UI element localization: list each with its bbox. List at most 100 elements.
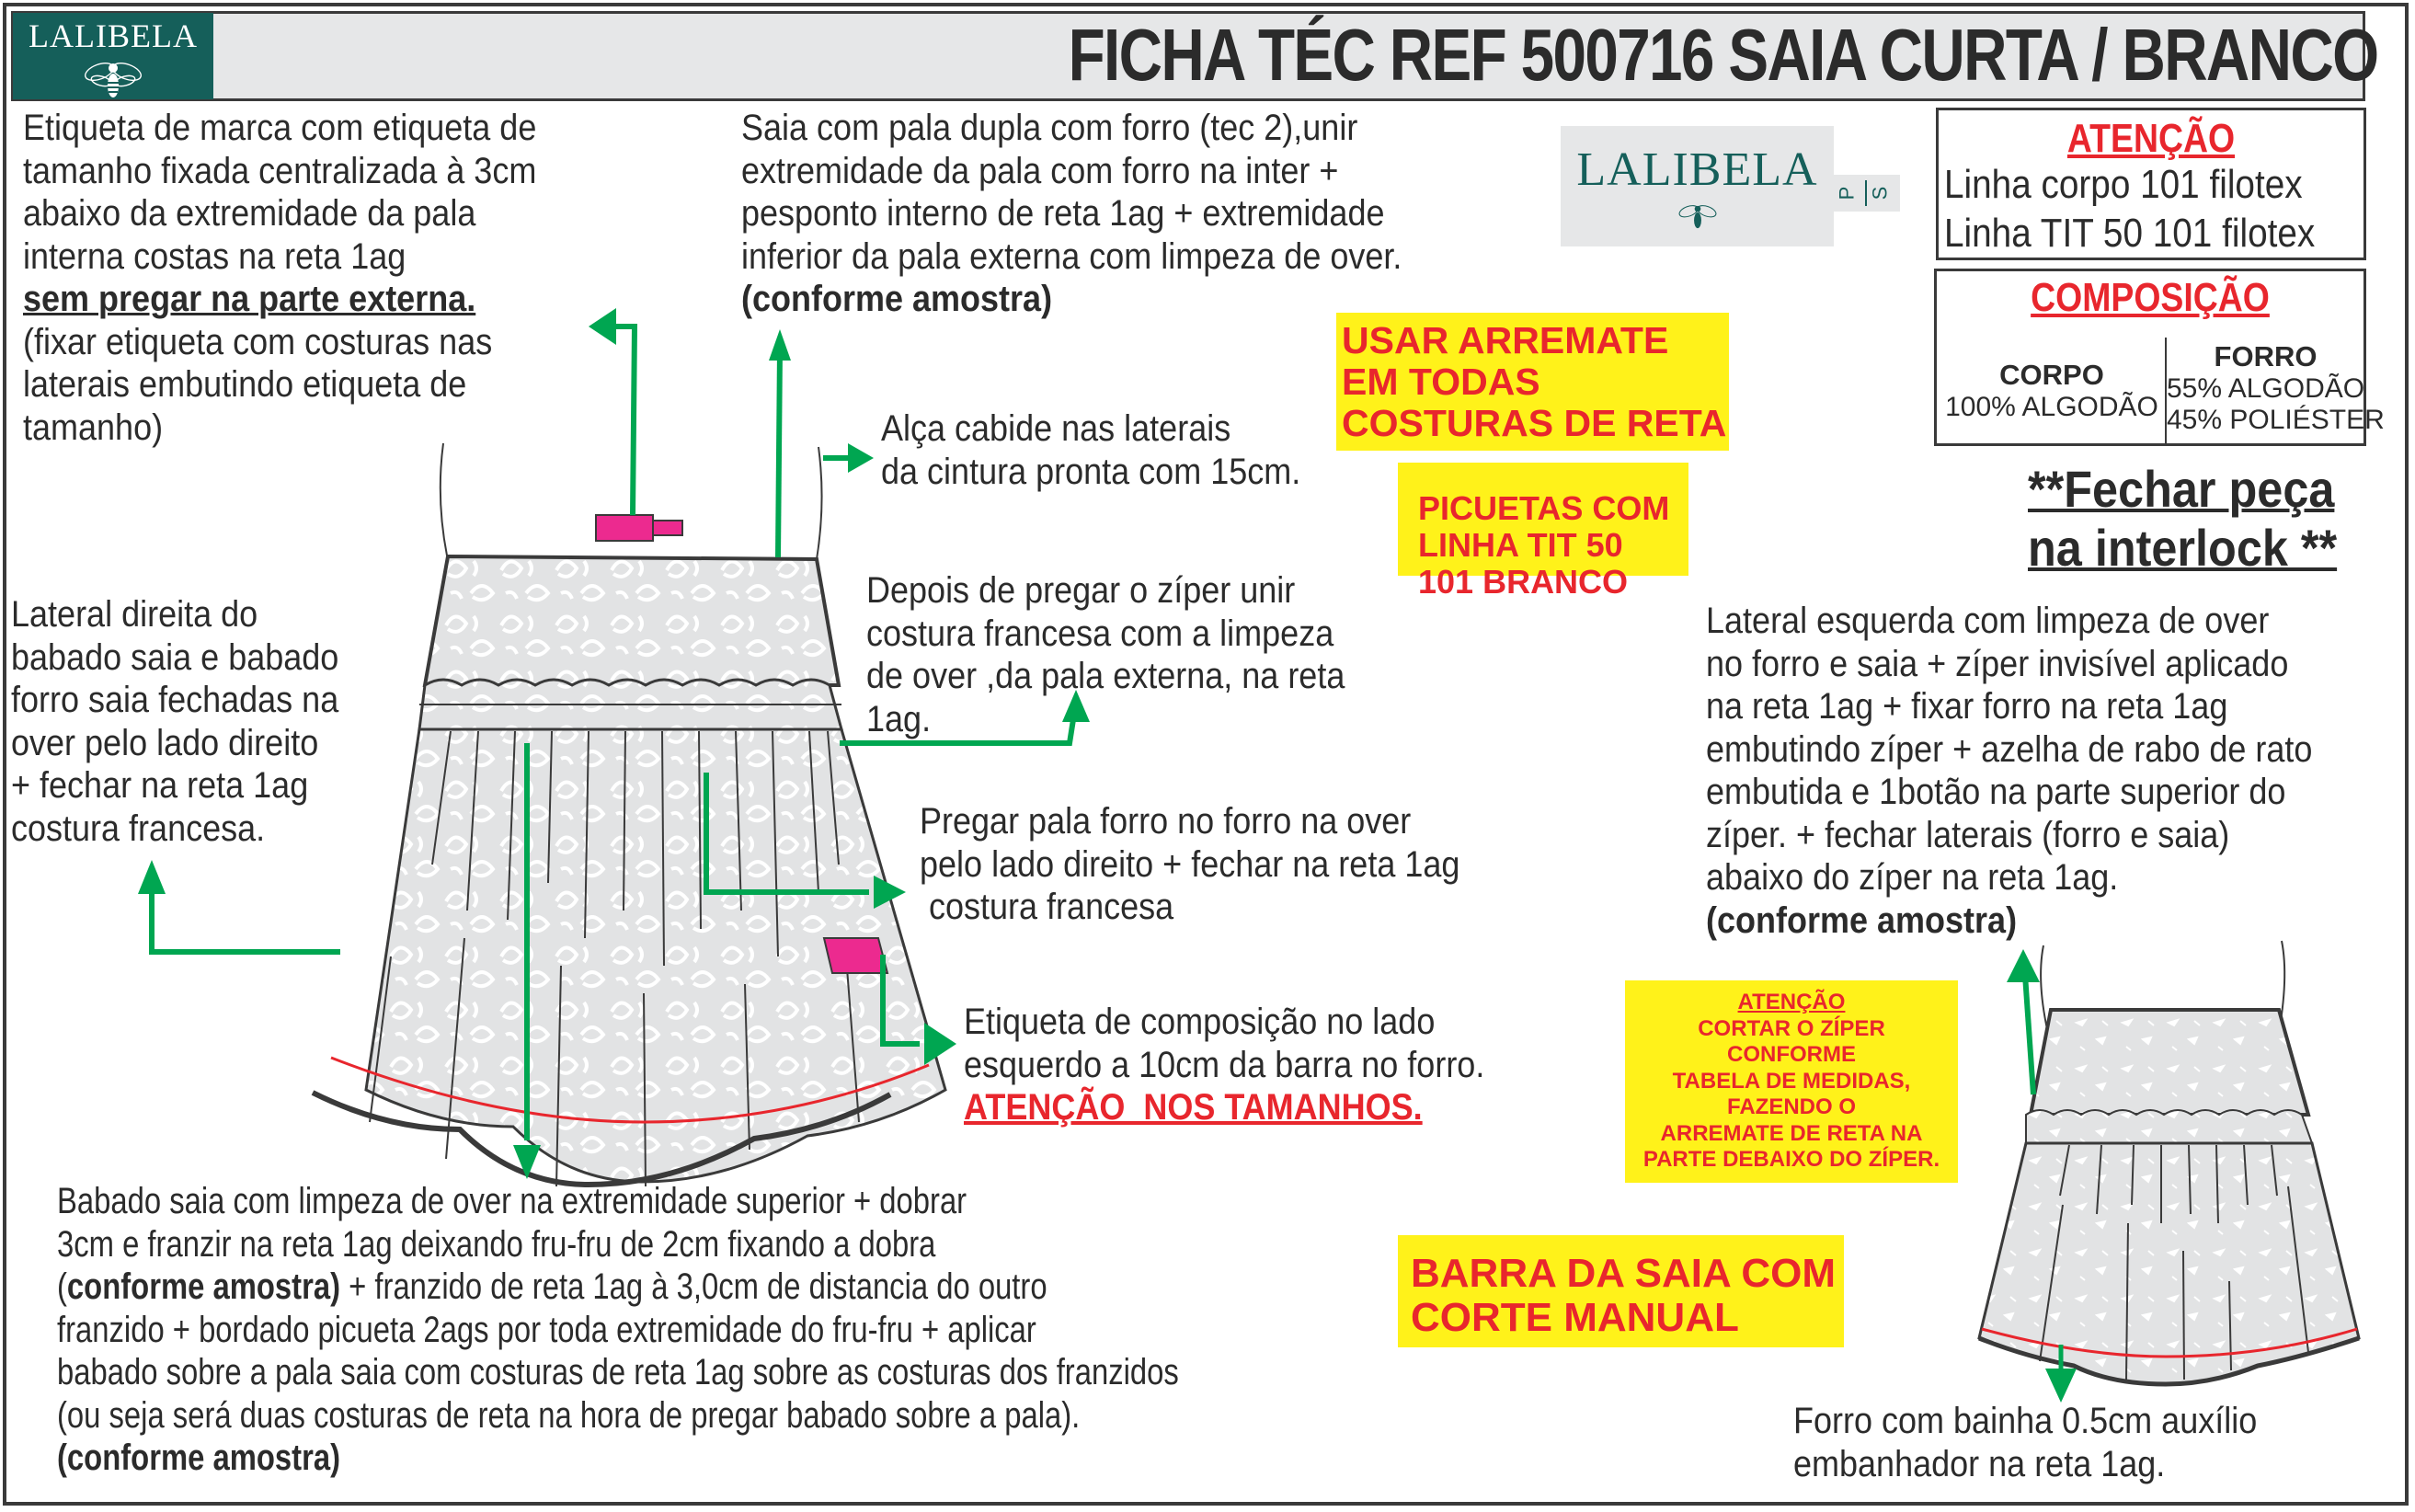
size-p: P (1835, 186, 1859, 200)
arrow-lateral-esquerda (2007, 949, 2040, 982)
note-line: embutindo zíper + azelha de rabo de rato (1706, 728, 2313, 770)
note-lining-yoke: Pregar pala forro no forro na over pelo … (920, 800, 1459, 929)
note-line: abaixo da extremidade da pala (23, 193, 476, 234)
note-emphasis: conforme amostra) (66, 1266, 341, 1307)
brand-logo: LALIBELA (13, 13, 213, 99)
note-emphasis: sem pregar na parte externa. (23, 279, 476, 319)
note-line: (fixar etiqueta com costuras nas (23, 321, 493, 362)
note-line: esquerdo a 10cm da barra no forro. (964, 1044, 1485, 1085)
note-emphasis: (conforme amostra) (741, 279, 1053, 319)
brand-label-tag (595, 514, 654, 542)
note-double-yoke: Saia com pala dupla com forro (tec 2),un… (741, 107, 1402, 321)
note-hanger-loop: Alça cabide nas laterais da cintura pron… (881, 407, 1300, 493)
skirt-yoke (422, 554, 841, 687)
arrow-forro-bainha (2045, 1369, 2077, 1403)
note-line: extremidade da pala com forro na inter + (741, 150, 1339, 191)
note-line: costura francesa. (11, 808, 266, 849)
note-line: forro saia fechadas na (11, 680, 339, 720)
composition-heading: COMPOSIÇÃO (2031, 275, 2270, 320)
brand-label-text: LALIBELA (1576, 143, 1818, 196)
arrow-etiqueta-marca (589, 308, 616, 345)
right-strap (816, 446, 823, 560)
interlock-note: **Fechar peça na interlock ** (2028, 460, 2337, 578)
forro-value-2: 45% POLIÉSTER (2167, 405, 2385, 435)
sheet-frame (3, 3, 2409, 1506)
bee-icon (85, 63, 142, 97)
arrow-pala-dupla (769, 329, 791, 361)
note-line: pesponto interno de reta 1ag + extremida… (741, 193, 1385, 234)
brand-logo-text: LALIBELA (29, 17, 198, 54)
note-lining-hem: Forro com bainha 0.5cm auxílio embanhado… (1793, 1400, 2257, 1485)
arrow-lateral-direita (138, 860, 166, 894)
note-line: 3cm e franzir na reta 1ag deixando fru-f… (57, 1223, 936, 1265)
note-line: Lateral esquerda com limpeza de over (1706, 601, 2270, 641)
arrow-depois-ziper (1062, 690, 1090, 722)
brand-label-logo: LALIBELA (1561, 126, 1834, 246)
note-line: tamanho) (23, 407, 164, 448)
forro-label: FORRO (2214, 340, 2318, 372)
note-emphasis: (conforme amostra) (57, 1438, 341, 1478)
composition-label-tag (822, 937, 889, 974)
note-line: Saia com pala dupla com forro (tec 2),un… (741, 108, 1358, 148)
size-separator (1865, 180, 1867, 206)
callout-use-backtack: USAR ARREMATE EM TODAS COSTURAS DE RETA (1336, 313, 1729, 451)
bee-icon (1678, 205, 1716, 229)
note-line: costura francesa com a limpeza (866, 613, 1334, 654)
skirt-hem-picueta (311, 1090, 892, 1188)
note-ruffle: Babado saia com limpeza de over na extre… (57, 1180, 1179, 1480)
note-line: 1ag. (866, 698, 932, 739)
note-composition-label: Etiqueta de composição no lado esquerdo … (964, 1001, 1484, 1129)
note-line: (conforme amostra) + franzido de reta 1a… (57, 1266, 1047, 1307)
note-emphasis: (conforme amostra) (1706, 899, 2018, 941)
note-line: Etiqueta de marca com etiqueta de (23, 108, 537, 148)
note-line: zíper. + fechar laterais (forro e saia) (1706, 814, 2230, 855)
note-line: interna costas na reta 1ag (23, 235, 406, 277)
annotation-arrows (138, 308, 1090, 1179)
page-title: FICHA TÉC REF 500716 SAIA CURTA / BRANCO (1069, 14, 2380, 96)
header-bar (11, 11, 2365, 101)
thread-line-2: Linha TIT 50 101 filotex (1944, 211, 2316, 256)
arrow-etiqueta-composicao (924, 1023, 956, 1065)
interlock-line-1: **Fechar peça (2028, 460, 2335, 518)
corpo-label: CORPO (1999, 359, 2104, 391)
size-s: S (1868, 186, 1892, 200)
note-brand-label: Etiqueta de marca com etiqueta de tamanh… (23, 107, 536, 449)
note-line: Forro com bainha 0.5cm auxílio (1793, 1401, 2258, 1441)
note-line: Depois de pregar o zíper unir (866, 570, 1296, 611)
thread-attention-box: ATENÇÃO Linha corpo 101 filotex Linha TI… (1936, 108, 2366, 260)
note-line: Babado saia com limpeza de over na extre… (57, 1181, 967, 1221)
note-line: no forro e saia + zíper invisível aplica… (1706, 643, 2289, 684)
note-line: abaixo do zíper na reta 1ag. (1706, 857, 2119, 898)
note-line: embutida e 1botão na parte superior do (1706, 772, 2286, 812)
note-line: (ou seja será duas costuras de reta na h… (57, 1394, 1081, 1436)
forro-value-1: 55% ALGODÃO (2167, 373, 2365, 404)
thread-line-1: Linha corpo 101 filotex (1944, 162, 2303, 207)
arrow-babado-saia (513, 1145, 541, 1179)
small-skirt-drawing (1977, 940, 2361, 1387)
note-line: pelo lado direito + fechar na reta 1ag (920, 843, 1460, 885)
composition-corpo: CORPO 100% ALGODÃO (1939, 359, 2165, 423)
attention-heading: ATENÇÃO (2066, 116, 2236, 161)
note-line: tamanho fixada centralizada à 3cm (23, 150, 537, 191)
arrow-alca-cabide (848, 443, 874, 473)
note-right-side: Lateral direita do babado saia e babado … (11, 593, 338, 850)
note-line: de over ,da pala externa, na reta (866, 656, 1345, 696)
note-line: costura francesa (920, 887, 1174, 927)
note-line: embanhador na reta 1ag. (1793, 1443, 2166, 1484)
note-line: babado saia e babado (11, 636, 339, 678)
hem-cut-line (330, 1056, 930, 1124)
note-line: + fechar na reta 1ag (11, 765, 309, 806)
size-warning: ATENÇÃO NOS TAMANHOS. (964, 1087, 1423, 1128)
note-line: franzido + bordado picueta 2ags por toda… (57, 1309, 1036, 1350)
arrow-pregar-pala (874, 876, 906, 909)
note-after-zipper: Depois de pregar o zíper unir costura fr… (866, 569, 1345, 740)
note-line: inferior da pala externa com limpeza de … (741, 235, 1402, 277)
note-line: over pelo lado direito (11, 722, 319, 763)
composition-box: COMPOSIÇÃO CORPO 100% ALGODÃO FORRO 55% … (1934, 269, 2385, 446)
size-label-tag (652, 520, 683, 536)
composition-forro: FORRO 55% ALGODÃO 45% POLIÉSTER (2167, 340, 2385, 436)
interlock-line-2: na interlock ** (2028, 519, 2338, 577)
note-line: Etiqueta de composição no lado (964, 1002, 1436, 1042)
composition-divider (2165, 338, 2167, 446)
